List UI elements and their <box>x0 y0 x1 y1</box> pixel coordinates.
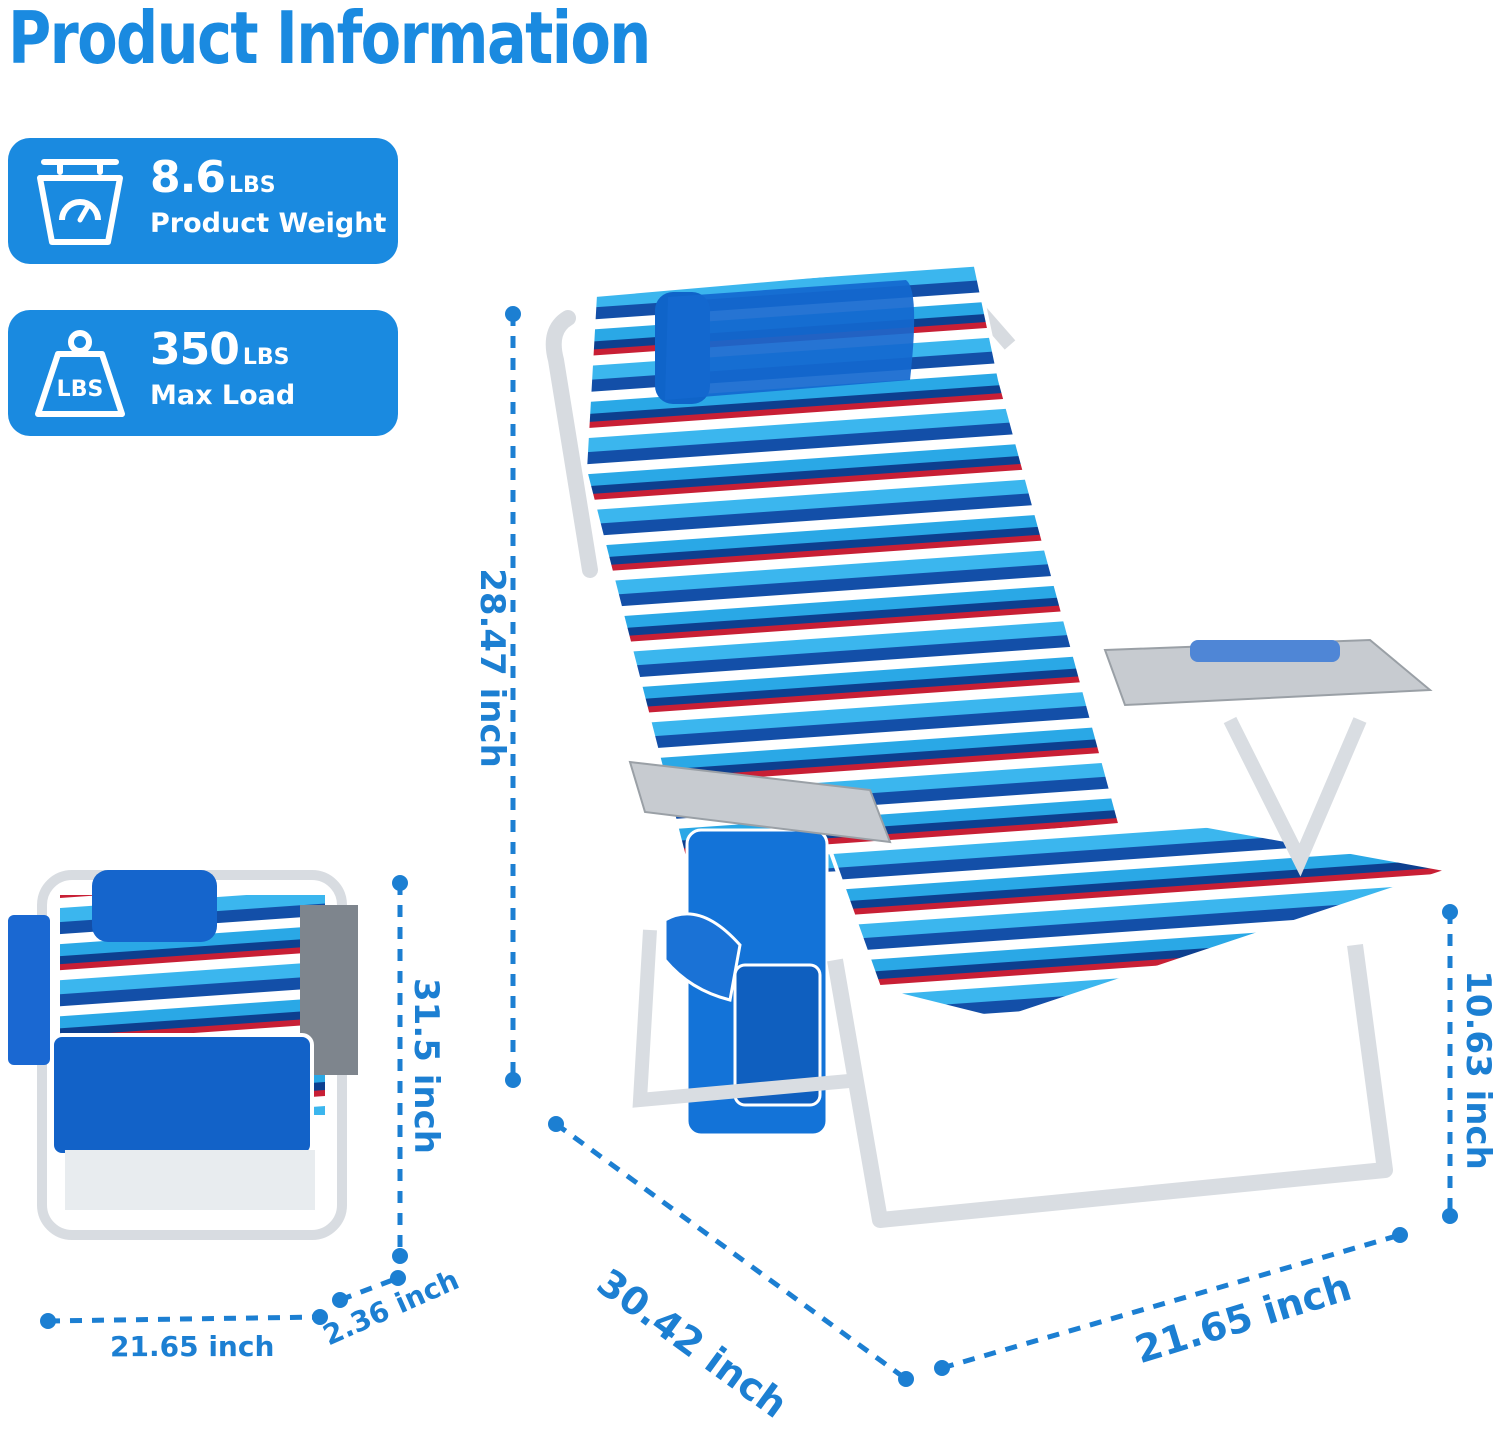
beach-chair-image <box>545 259 1451 1228</box>
dimension-lines <box>47 314 1453 1382</box>
product-weight-label: Product Weight <box>150 208 387 239</box>
max-load-label: Max Load <box>150 380 296 411</box>
weight-icon-text: LBS <box>57 377 104 402</box>
folded-height-label: 31.5 inch <box>405 978 446 1154</box>
folded-width-label: 21.65 inch <box>110 1330 275 1363</box>
weight-icon: LBS <box>35 330 125 417</box>
scale-icon <box>37 159 123 245</box>
chair-height-label: 28.47 inch <box>471 568 512 768</box>
folded-chair-image <box>8 870 358 1240</box>
page-title: Product Information <box>8 0 651 80</box>
dimension-endpoints <box>40 306 1458 1387</box>
seat-height-label: 10.63 inch <box>1457 970 1498 1170</box>
